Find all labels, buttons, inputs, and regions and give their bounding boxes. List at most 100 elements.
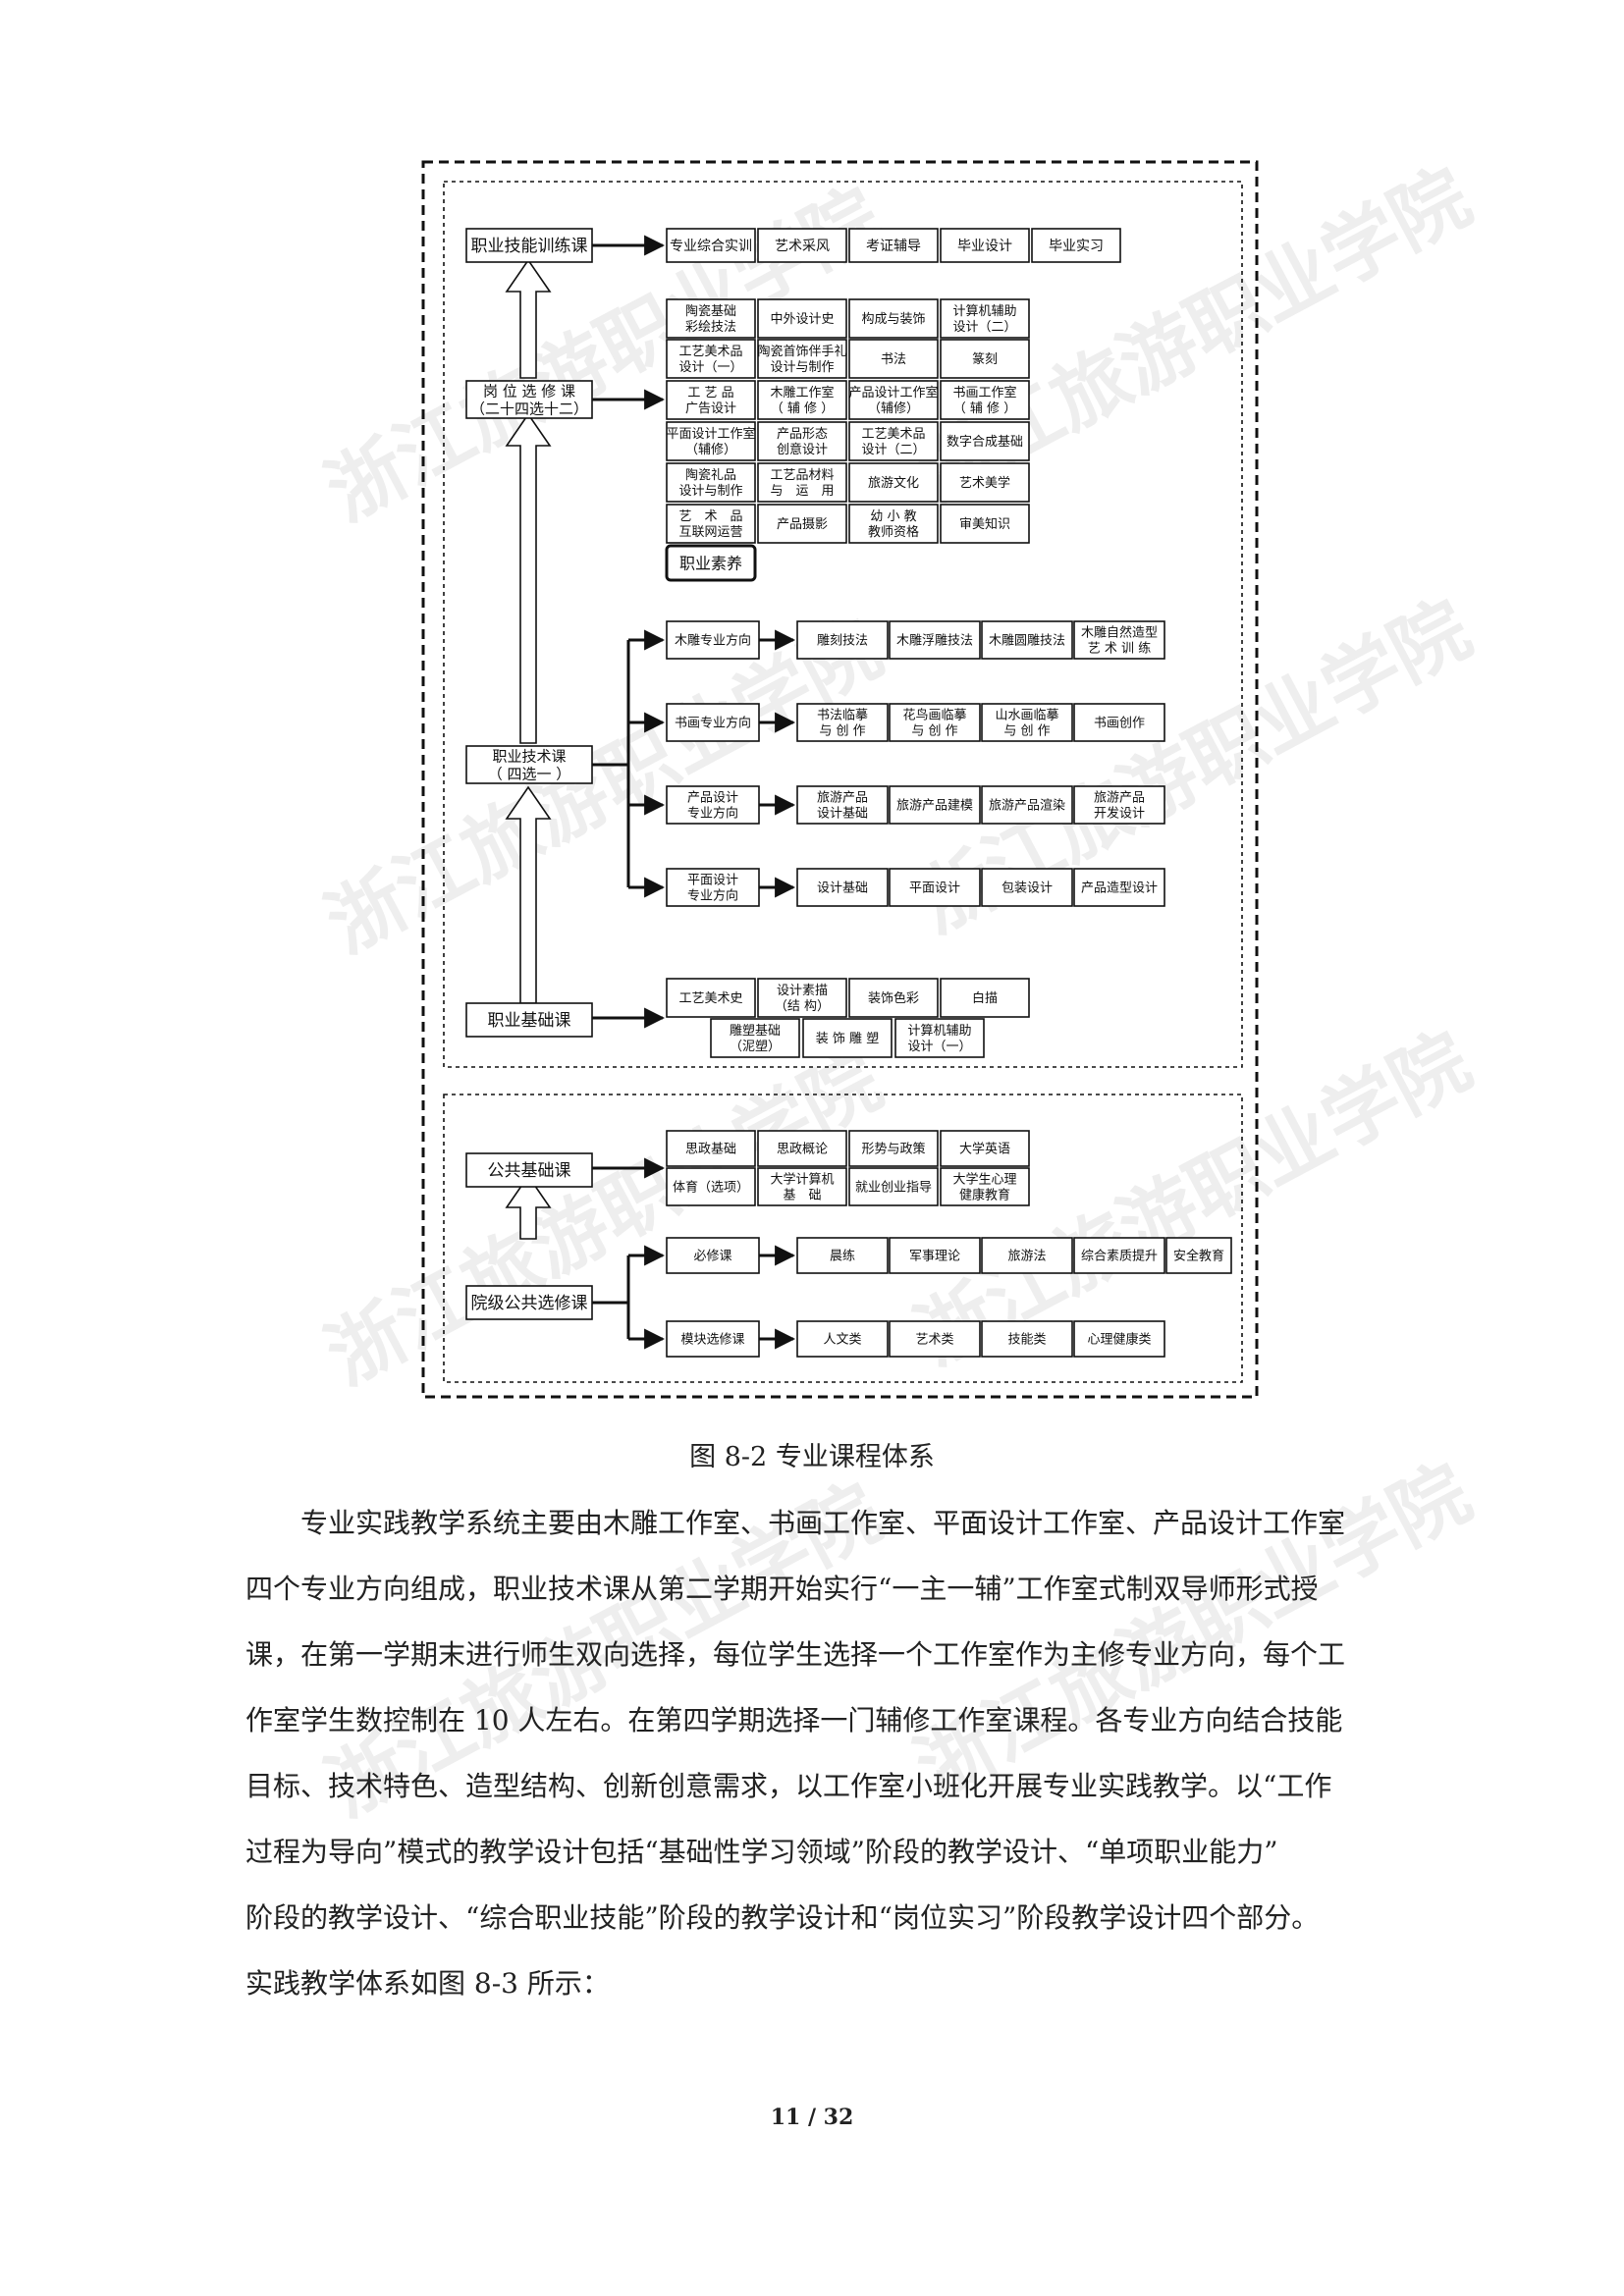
svg-text:雕刻技法: 雕刻技法	[817, 634, 868, 649]
level-position-elective: 岗 位 选 修 课（二十四选十二）	[465, 380, 593, 419]
skill-training-course: 毕业设计	[940, 228, 1030, 263]
body-line: 实践教学体系如图 8-3 所示：	[245, 1967, 610, 2000]
svg-text:平面设计: 平面设计	[687, 874, 738, 888]
public-basic-course: 思政概论	[757, 1130, 847, 1167]
level-college-elective: 院级公共选修课	[465, 1285, 593, 1320]
svg-text:职业技术课: 职业技术课	[492, 747, 566, 765]
elective-course: 产品设计工作室（辅修）	[848, 380, 939, 420]
compulsory-label: 必修课	[666, 1237, 760, 1274]
upward-arrow	[505, 412, 552, 744]
elective-course: 审美知识	[940, 504, 1030, 544]
tech-direction-course: 平面设计	[889, 868, 981, 907]
basic-course: 工艺美术史	[666, 978, 756, 1018]
public-basic-course: 大学英语	[940, 1130, 1030, 1167]
svg-text:公共基础课: 公共基础课	[488, 1161, 571, 1181]
tech-direction-course: 旅游产品建模	[889, 785, 981, 825]
elective-course: 数字合成基础	[940, 421, 1030, 461]
svg-text:（辅修）: （辅修）	[868, 401, 919, 416]
svg-text:艺 术 训 练: 艺 术 训 练	[1088, 642, 1151, 657]
level-public-basic: 公共基础课	[465, 1152, 593, 1188]
svg-text:与 运 用: 与 运 用	[770, 484, 834, 499]
svg-text:技能类: 技能类	[1007, 1333, 1046, 1348]
compulsory-course: 晨练	[796, 1237, 889, 1274]
svg-text:开发设计: 开发设计	[1094, 806, 1145, 822]
svg-text:形势与政策: 形势与政策	[861, 1142, 925, 1157]
svg-text:装 饰 雕 塑: 装 饰 雕 塑	[816, 1032, 879, 1046]
elective-course: 书画工作室（ 辅 修 ）	[940, 380, 1030, 420]
tech-direction-label: 书画专业方向	[666, 703, 760, 742]
professional-courses-frame	[443, 181, 1243, 1068]
svg-text:设计（二）: 设计（二）	[861, 443, 925, 457]
svg-text:教师资格: 教师资格	[868, 524, 919, 540]
public-basic-course: 思政基础	[666, 1130, 756, 1167]
svg-text:（ 辅 修 ）: （ 辅 修 ）	[953, 401, 1016, 416]
svg-text:基 础: 基 础	[783, 1189, 821, 1203]
svg-text:计算机辅助: 计算机辅助	[907, 1024, 971, 1039]
outer-dashed-frame	[421, 160, 1259, 1399]
svg-text:模块选修课: 模块选修课	[680, 1333, 744, 1348]
svg-text:花鸟画临摹: 花鸟画临摹	[902, 708, 966, 723]
svg-text:考证辅导: 考证辅导	[866, 239, 921, 254]
svg-text:装饰色彩: 装饰色彩	[868, 990, 919, 1006]
svg-text:健康教育: 健康教育	[959, 1188, 1010, 1203]
svg-text:职业基础课: 职业基础课	[488, 1011, 571, 1031]
figure-caption: 图 8-2 专业课程体系	[689, 1442, 935, 1472]
svg-text:院级公共选修课: 院级公共选修课	[471, 1294, 588, 1313]
skill-training-course: 专业综合实训	[666, 228, 756, 263]
svg-text:人文类: 人文类	[823, 1333, 861, 1348]
body-line: 作室学生数控制在 10 人左右。在第四学期选择一门辅修工作室课程。各专业方向结合…	[245, 1704, 1343, 1736]
svg-text:体育（选项）: 体育（选项）	[673, 1180, 749, 1196]
svg-text:工艺美术品: 工艺美术品	[861, 427, 925, 442]
svg-text:木雕自然造型: 木雕自然造型	[1081, 625, 1158, 641]
tech-direction-course: 木雕浮雕技法	[889, 620, 981, 660]
module-elective-course: 人文类	[796, 1320, 889, 1358]
svg-text:（ 辅 修 ）: （ 辅 修 ）	[771, 401, 834, 416]
svg-text:旅游产品: 旅游产品	[1094, 791, 1145, 806]
svg-text:木雕圆雕技法: 木雕圆雕技法	[989, 634, 1065, 649]
basic-course: 装 饰 雕 塑	[802, 1018, 893, 1058]
professional-literacy-box: 职业素养	[665, 544, 757, 582]
body-line: 目标、技术特色、造型结构、创新创意需求，以工作室小班化开展专业实践教学。以“工作	[245, 1770, 1332, 1802]
svg-text:工艺美术史: 工艺美术史	[678, 991, 742, 1006]
svg-text:大学英语: 大学英语	[959, 1142, 1010, 1157]
svg-text:专业方向: 专业方向	[687, 888, 738, 904]
svg-text:雕塑基础: 雕塑基础	[730, 1024, 781, 1039]
svg-text:就业创业指导: 就业创业指导	[855, 1181, 932, 1196]
elective-course: 篆刻	[940, 339, 1030, 379]
body-line: 四个专业方向组成，职业技术课从第二学期开始实行“一主一辅”工作室式制双导师形式授	[245, 1573, 1319, 1605]
svg-text:必修课: 必修课	[693, 1250, 731, 1264]
svg-text:（辅修）: （辅修）	[685, 443, 736, 457]
svg-text:安全教育: 安全教育	[1173, 1249, 1224, 1264]
public-basic-course: 形势与政策	[848, 1130, 939, 1167]
tech-direction-course: 木雕圆雕技法	[981, 620, 1073, 660]
svg-text:（二十四选十二）: （二十四选十二）	[470, 400, 588, 417]
svg-text:计算机辅助: 计算机辅助	[952, 304, 1016, 319]
basic-course: 设计素描（结 构）	[757, 978, 847, 1018]
svg-text:大学生心理: 大学生心理	[952, 1172, 1016, 1188]
tech-direction-course: 产品造型设计	[1073, 868, 1165, 907]
svg-text:与 创 作: 与 创 作	[1003, 724, 1050, 739]
svg-text:包装设计: 包装设计	[1001, 881, 1053, 896]
svg-text:产品设计: 产品设计	[687, 791, 738, 806]
svg-text:（ 四选一 ）: （ 四选一 ）	[488, 765, 571, 782]
svg-text:旅游文化: 旅游文化	[868, 476, 919, 491]
svg-text:（结 构）: （结 构）	[775, 999, 830, 1014]
svg-text:心理健康类: 心理健康类	[1087, 1332, 1151, 1348]
svg-text:（泥塑）: （泥塑）	[730, 1040, 781, 1054]
basic-course: 白描	[940, 978, 1030, 1018]
svg-text:幼 小 教: 幼 小 教	[870, 508, 916, 524]
elective-course: 产品摄影	[757, 504, 847, 544]
svg-text:旅游法: 旅游法	[1007, 1250, 1046, 1264]
svg-text:平面设计: 平面设计	[909, 881, 960, 896]
svg-text:书法临摹: 书法临摹	[817, 709, 868, 723]
svg-text:旅游产品渲染: 旅游产品渲染	[989, 799, 1065, 814]
